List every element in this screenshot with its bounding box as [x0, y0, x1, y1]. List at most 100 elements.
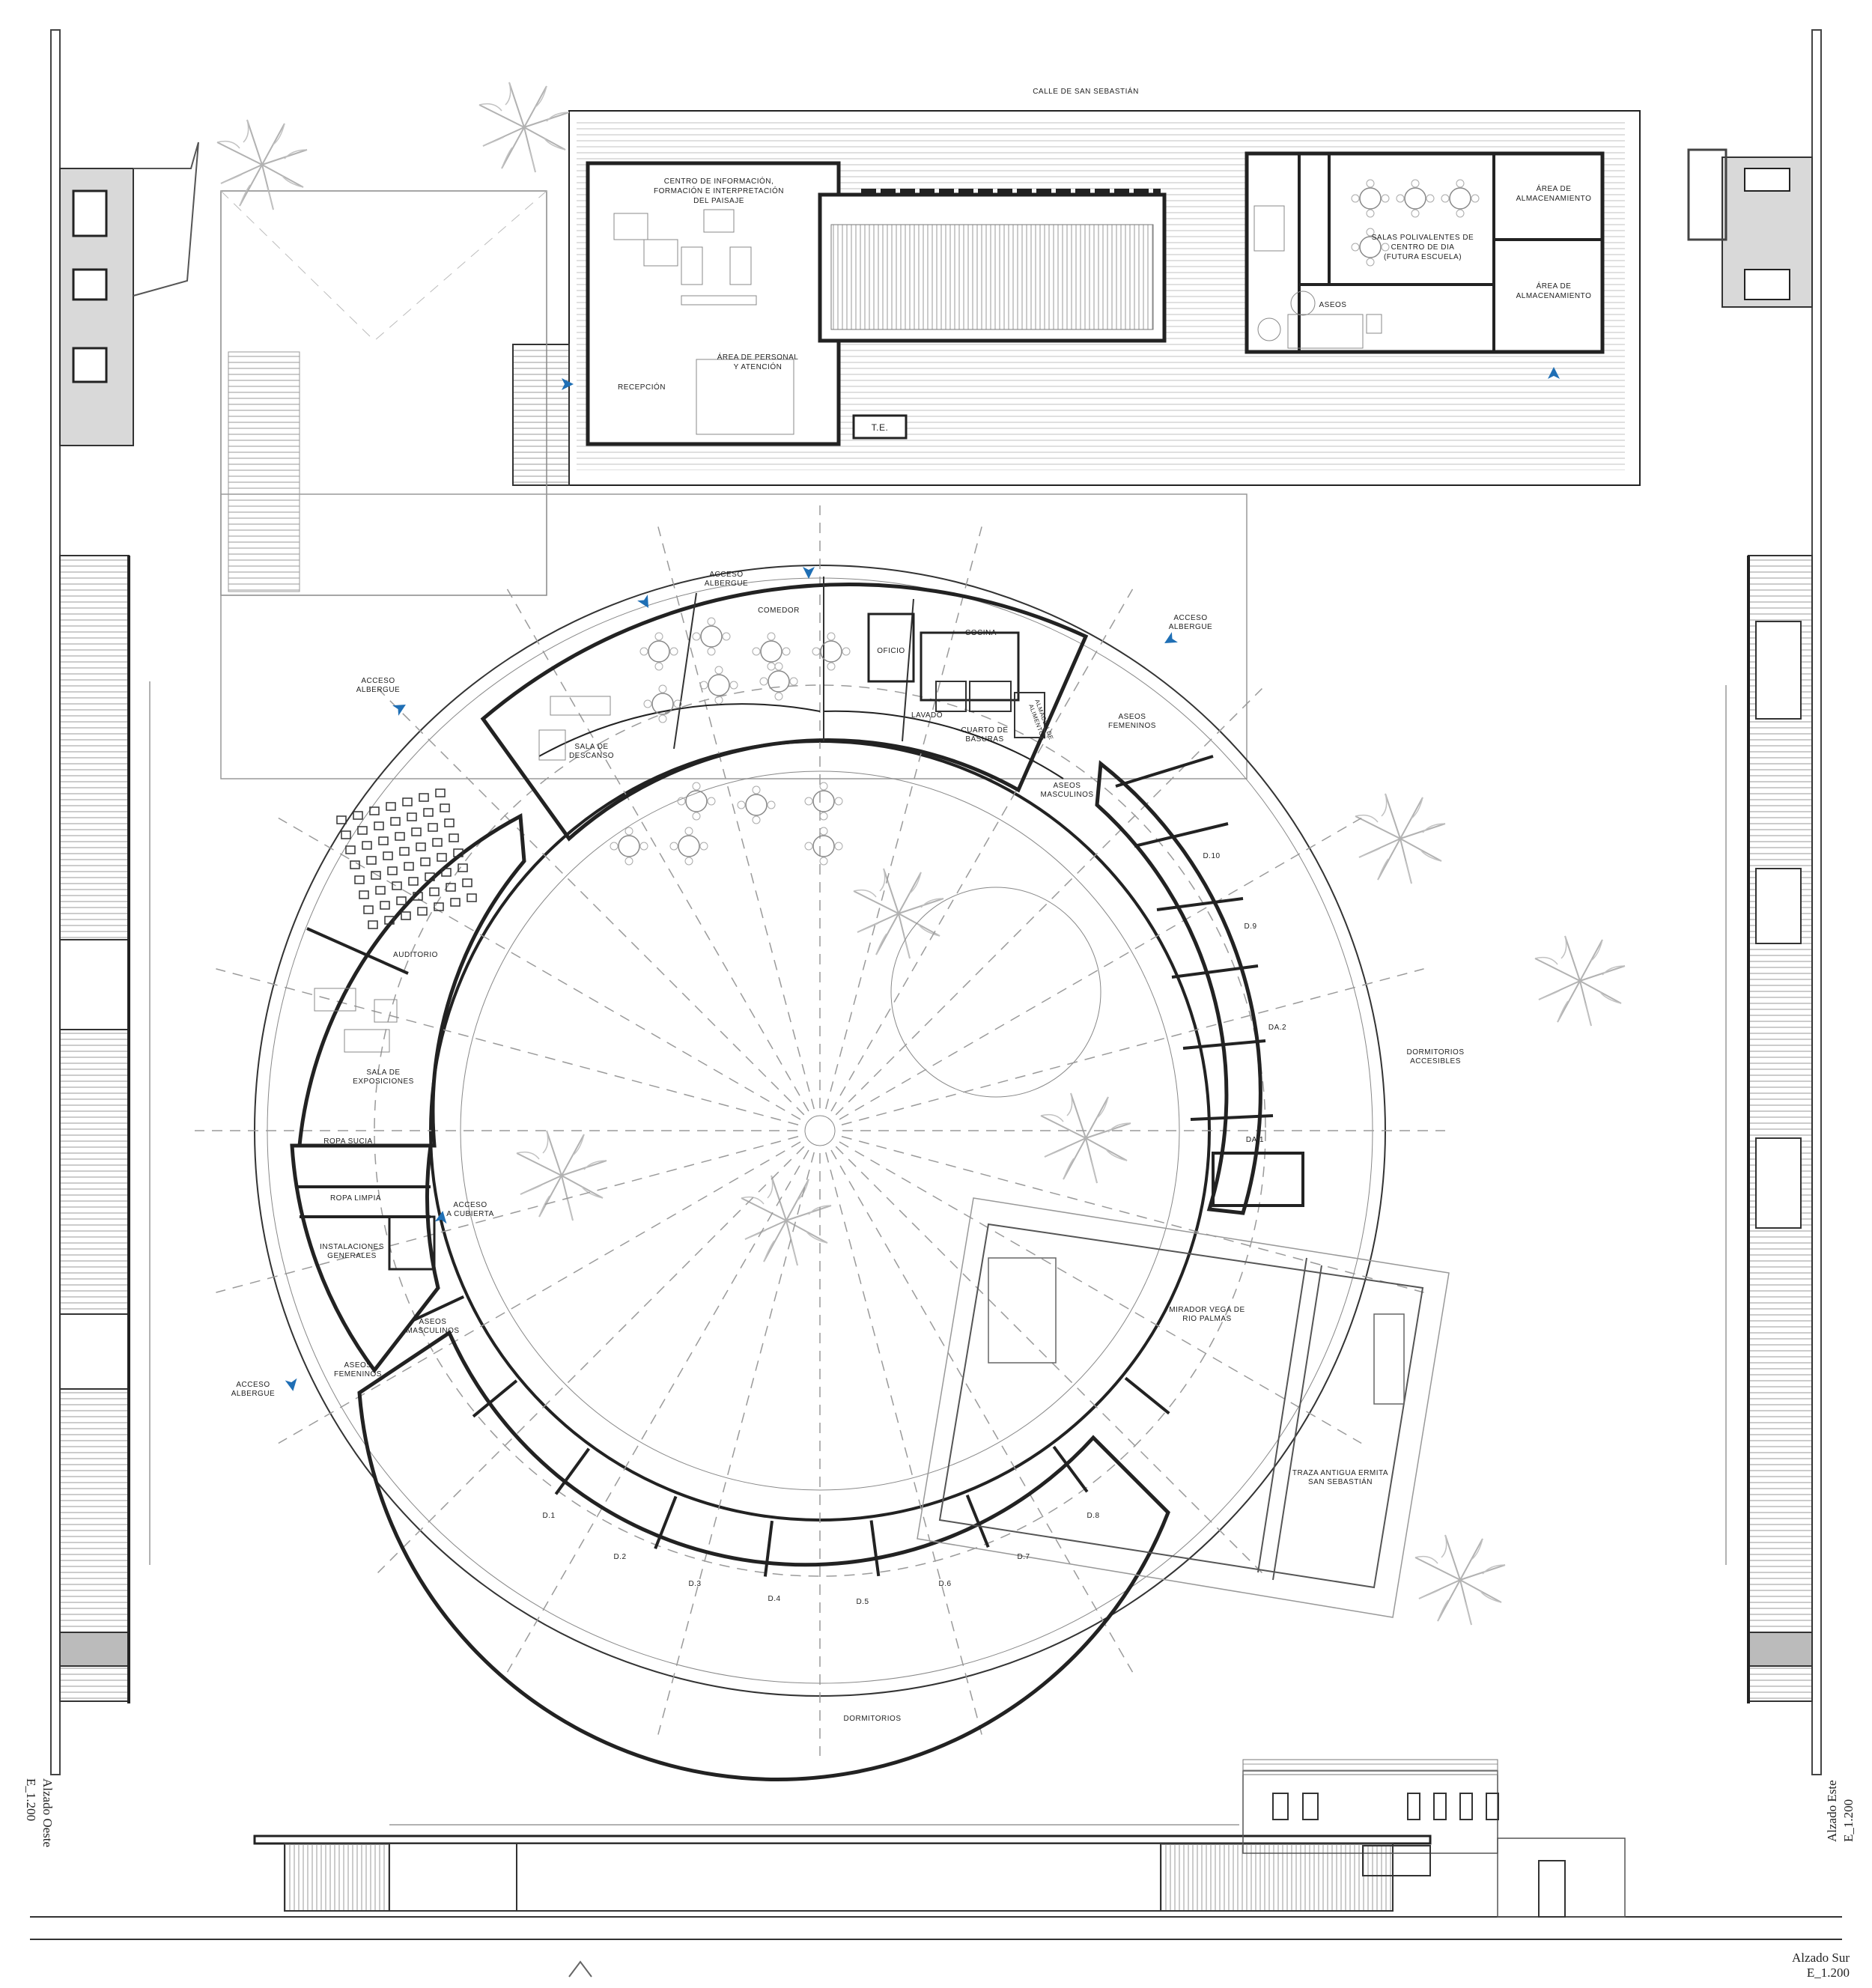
auditorium-seat: [404, 862, 414, 871]
radial-guide-line: [830, 589, 1134, 1112]
arrow-icon: [803, 567, 815, 579]
auditorium-seat: [428, 823, 438, 832]
dorm-partition: [763, 1520, 774, 1577]
west-partitions: [296, 927, 436, 1271]
auditorium-seat: [387, 866, 398, 875]
auditorium-seat: [374, 821, 384, 830]
svg-text:Alzado Oeste: Alzado Oeste: [40, 1778, 55, 1847]
access-arrows: [285, 367, 1560, 1393]
dorm-partition: [554, 1447, 591, 1495]
auditorium-seat: [395, 832, 405, 841]
dining-label: COMEDOR: [758, 607, 800, 615]
east-elevation-title: Alzado Este E_1.200: [1825, 1780, 1856, 1842]
radial-guide-line: [377, 1146, 805, 1573]
west-elevation: [50, 29, 199, 1775]
dorm-partition: [1052, 1445, 1089, 1493]
auditorium-seat: [408, 877, 419, 886]
dorm-partition: [472, 1379, 518, 1418]
lookout-structure: [917, 1197, 1450, 1618]
auditorium-seat: [462, 878, 472, 887]
auditorium-seat: [434, 902, 444, 911]
auditorium-seat: [375, 886, 386, 895]
auditorium-seat: [423, 808, 434, 817]
auditorium-seat: [446, 883, 456, 892]
washing-label: LAVADO: [911, 711, 943, 720]
dorm-partition: [965, 1495, 990, 1548]
arrow-icon: [392, 699, 409, 716]
auditorium-seat: [402, 797, 413, 806]
auditorium-seat: [390, 817, 401, 826]
radial-guide-line: [825, 1152, 982, 1735]
dorm-partition: [1124, 1376, 1170, 1415]
auditorium-seat: [357, 826, 368, 835]
auditorium-label: AUDITORIO: [393, 951, 438, 959]
auditorium-seat: [429, 887, 440, 896]
auditorium-seat: [383, 851, 393, 860]
auditorium-seat: [368, 920, 378, 929]
svg-text:E_1.200: E_1.200: [24, 1778, 38, 1821]
room-label-da1: DA.1: [1246, 1136, 1264, 1144]
auditorium-seat: [384, 916, 395, 925]
auditorium-seat: [440, 803, 450, 812]
auditorium-seat: [419, 793, 429, 802]
auditorium-seat: [411, 827, 422, 836]
auditorium-seat: [366, 856, 377, 865]
room-label-d8: D.8: [1087, 1512, 1099, 1520]
auditorium-seat: [371, 871, 381, 880]
auditorium-seat: [359, 890, 369, 899]
room-label-d6: D.6: [938, 1580, 951, 1588]
radial-guide-line: [830, 1149, 1134, 1673]
auditorium-seat: [392, 881, 402, 890]
radial-guide-line: [841, 1136, 1424, 1293]
auditorium-seat: [341, 830, 351, 839]
room-label-d3: D.3: [688, 1580, 701, 1588]
north-arrow-icon: [568, 1960, 592, 1978]
radial-guide-line: [216, 968, 799, 1125]
west-elevation-title: Alzado Oeste E_1.200: [24, 1778, 55, 1847]
auditorium-seat: [362, 841, 372, 850]
te-label: T.E.: [872, 422, 889, 433]
room-label-d1: D.1: [542, 1512, 555, 1520]
auditorium-seat: [435, 788, 446, 797]
auditorium-seat: [354, 875, 365, 884]
auditorium-seat: [378, 836, 389, 845]
street-label: CALLE DE SAN SEBASTIÁN: [1033, 86, 1139, 96]
round-building: [195, 505, 1450, 1781]
south-elevation-title: Alzado Sur E_1.200: [1792, 1951, 1850, 1980]
auditorium-seats: [336, 788, 477, 929]
pantry-label: OFICIO: [877, 647, 905, 655]
auditorium-seat: [369, 806, 380, 815]
auditorium-seat: [413, 892, 423, 901]
auditorium-seat: [432, 838, 443, 847]
auditorium-seat: [441, 868, 452, 877]
radial-guide-line: [506, 1149, 809, 1673]
room-label-d5: D.5: [856, 1598, 869, 1606]
east-dorm-partitions: [1115, 755, 1304, 1207]
room-label-d9: D.9: [1244, 922, 1256, 931]
south-dorm-partitions: [412, 1295, 1170, 1577]
info-center-label: CENTRO DE INFORMACIÓN,FORMACIÓN E INTERP…: [654, 176, 784, 205]
auditorium-seat: [401, 911, 411, 920]
room-label-d10: D.10: [1203, 852, 1220, 860]
room-label-d7: D.7: [1017, 1553, 1030, 1561]
auditorium-seat: [399, 847, 410, 856]
auditorium-seat: [458, 863, 468, 872]
svg-text:Alzado Sur: Alzado Sur: [1792, 1951, 1850, 1965]
auditorium-seat: [386, 802, 396, 811]
auditorium-seat: [437, 853, 447, 862]
east-elevation: [1687, 29, 1822, 1775]
room-label-d4: D.4: [768, 1595, 780, 1603]
